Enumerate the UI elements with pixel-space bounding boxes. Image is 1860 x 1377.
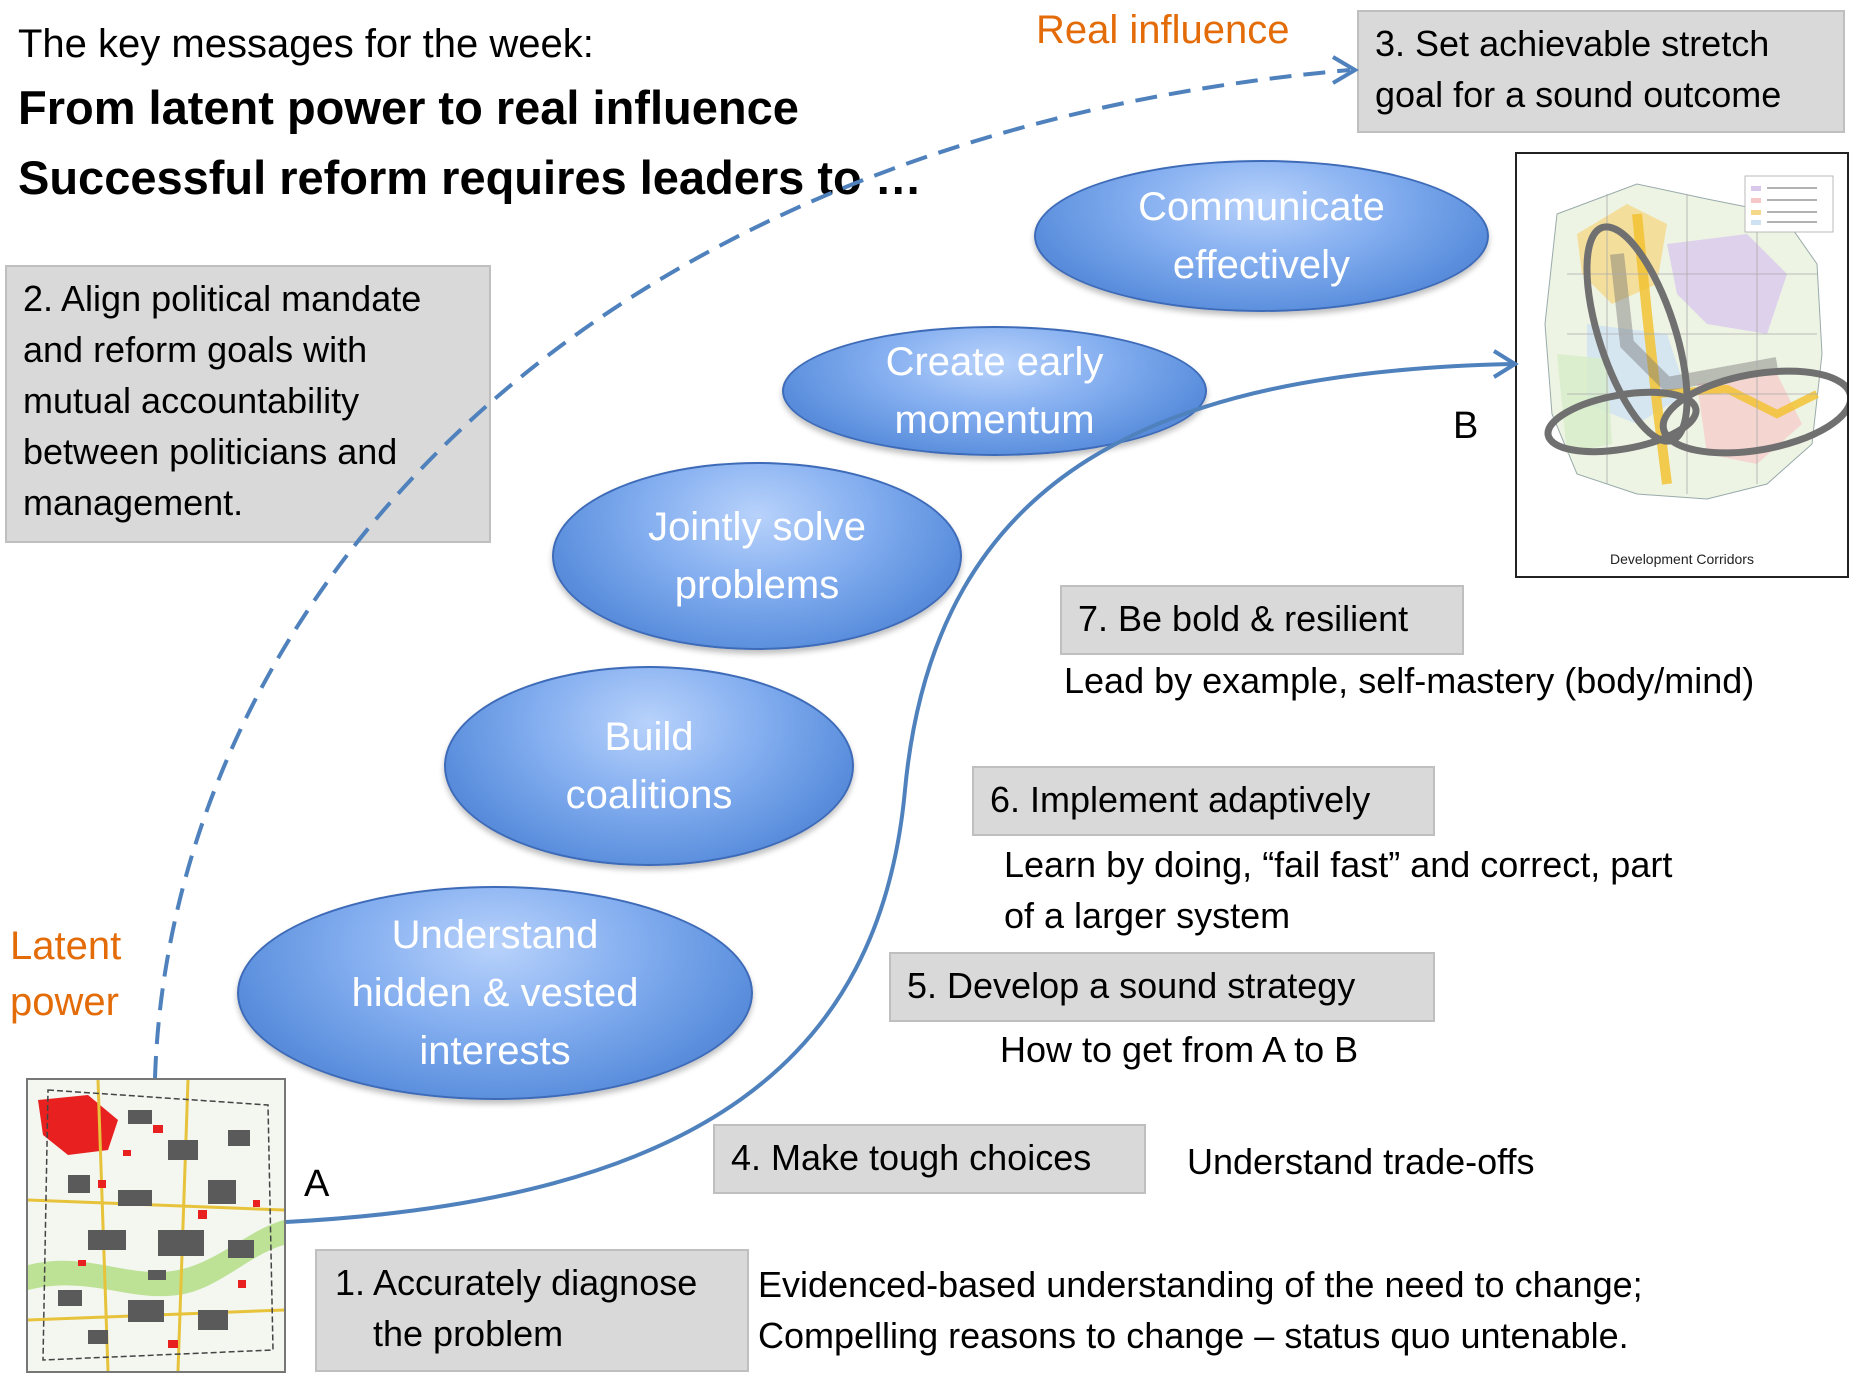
headline-2: Successful reform requires leaders to … <box>18 151 922 204</box>
ellipse-understand-interests: Understand hidden & vested interests <box>237 886 753 1100</box>
step-7-box: 7. Be bold & resilient <box>1060 585 1464 655</box>
latent-power-label-line: Latent <box>10 924 122 968</box>
headline-1: From latent power to real influence <box>18 81 799 134</box>
step-6-note-line: Learn by doing, “fail fast” and correct,… <box>1004 844 1673 885</box>
step-2-line: and reform goals with <box>23 329 368 370</box>
ellipse-coalitions: Build coalitions <box>444 666 854 866</box>
ellipse-momentum-line: momentum <box>894 398 1095 442</box>
step-5-note: How to get from A to B <box>1000 1029 1359 1070</box>
step-6-note-line: of a larger system <box>1004 895 1291 936</box>
step-4-note: Understand trade-offs <box>1187 1141 1535 1182</box>
current-state-map <box>26 1078 286 1373</box>
step-5-box: 5. Develop a sound strategy <box>889 952 1435 1022</box>
current-state-map-graphic <box>28 1080 284 1371</box>
ellipse-understand-line: interests <box>419 1029 571 1073</box>
step-3-box: 3. Set achievable stretch goal for a sou… <box>1357 10 1845 133</box>
latent-power-label-line: power <box>10 980 119 1024</box>
point-a-label: A <box>304 1163 330 1205</box>
ellipse-understand-line: Understand <box>391 913 599 957</box>
ellipse-communicate-line: Communicate <box>1138 185 1385 229</box>
step-4-box: 4. Make tough choices <box>713 1124 1146 1194</box>
ellipse-coalitions-line: Build <box>604 715 694 759</box>
step-2-line: mutual accountability <box>23 380 360 421</box>
dashed-influence-arrowhead <box>1331 55 1359 85</box>
ellipse-jointly-solve: Jointly solve problems <box>552 462 962 650</box>
map-caption: Development Corridors <box>1610 551 1754 567</box>
ellipse-coalitions-line: coalitions <box>565 773 733 817</box>
step-3-line: 3. Set achievable stretch <box>1375 23 1770 64</box>
step-1-note-line: Evidenced-based understanding of the nee… <box>758 1264 1643 1305</box>
latent-power-label: Latent power <box>10 918 121 1030</box>
step-3-line: goal for a sound outcome <box>1375 74 1782 115</box>
ellipse-momentum: Create early momentum <box>782 326 1207 456</box>
step-6-box: 6. Implement adaptively <box>972 766 1435 836</box>
step-2-box: 2. Align political mandate and reform go… <box>5 265 491 543</box>
ellipse-communicate: Communicate effectively <box>1034 160 1489 312</box>
step-7-note: Lead by example, self-mastery (body/mind… <box>1064 660 1755 701</box>
development-corridors-map: Development Corridors <box>1515 152 1849 578</box>
solid-path-arrowhead <box>1492 349 1519 379</box>
step-1-line: the problem <box>373 1313 564 1354</box>
ellipse-understand-line: hidden & vested <box>351 971 639 1015</box>
real-influence-label: Real influence <box>1036 8 1290 52</box>
step-6-note: Learn by doing, “fail fast” and correct,… <box>1004 839 1672 941</box>
step-1-note: Evidenced-based understanding of the nee… <box>758 1259 1643 1361</box>
step-2-line: 2. Align political mandate <box>23 278 422 319</box>
step-1-line: 1. Accurately diagnose <box>335 1262 698 1303</box>
ellipse-communicate-line: effectively <box>1172 243 1351 287</box>
step-2-line: between politicians and <box>23 431 398 472</box>
step-2-line: management. <box>23 482 244 523</box>
ellipse-jointly-line: Jointly solve <box>648 505 866 549</box>
ellipse-jointly-line: problems <box>674 563 840 607</box>
step-1-note-line: Compelling reasons to change – status qu… <box>758 1315 1629 1356</box>
subtitle: The key messages for the week: <box>18 22 594 66</box>
step-1-box: 1. Accurately diagnose the problem <box>315 1249 749 1372</box>
point-b-label: B <box>1453 405 1479 447</box>
ellipse-momentum-line: Create early <box>885 340 1104 384</box>
development-corridors-map-graphic <box>1544 175 1847 500</box>
